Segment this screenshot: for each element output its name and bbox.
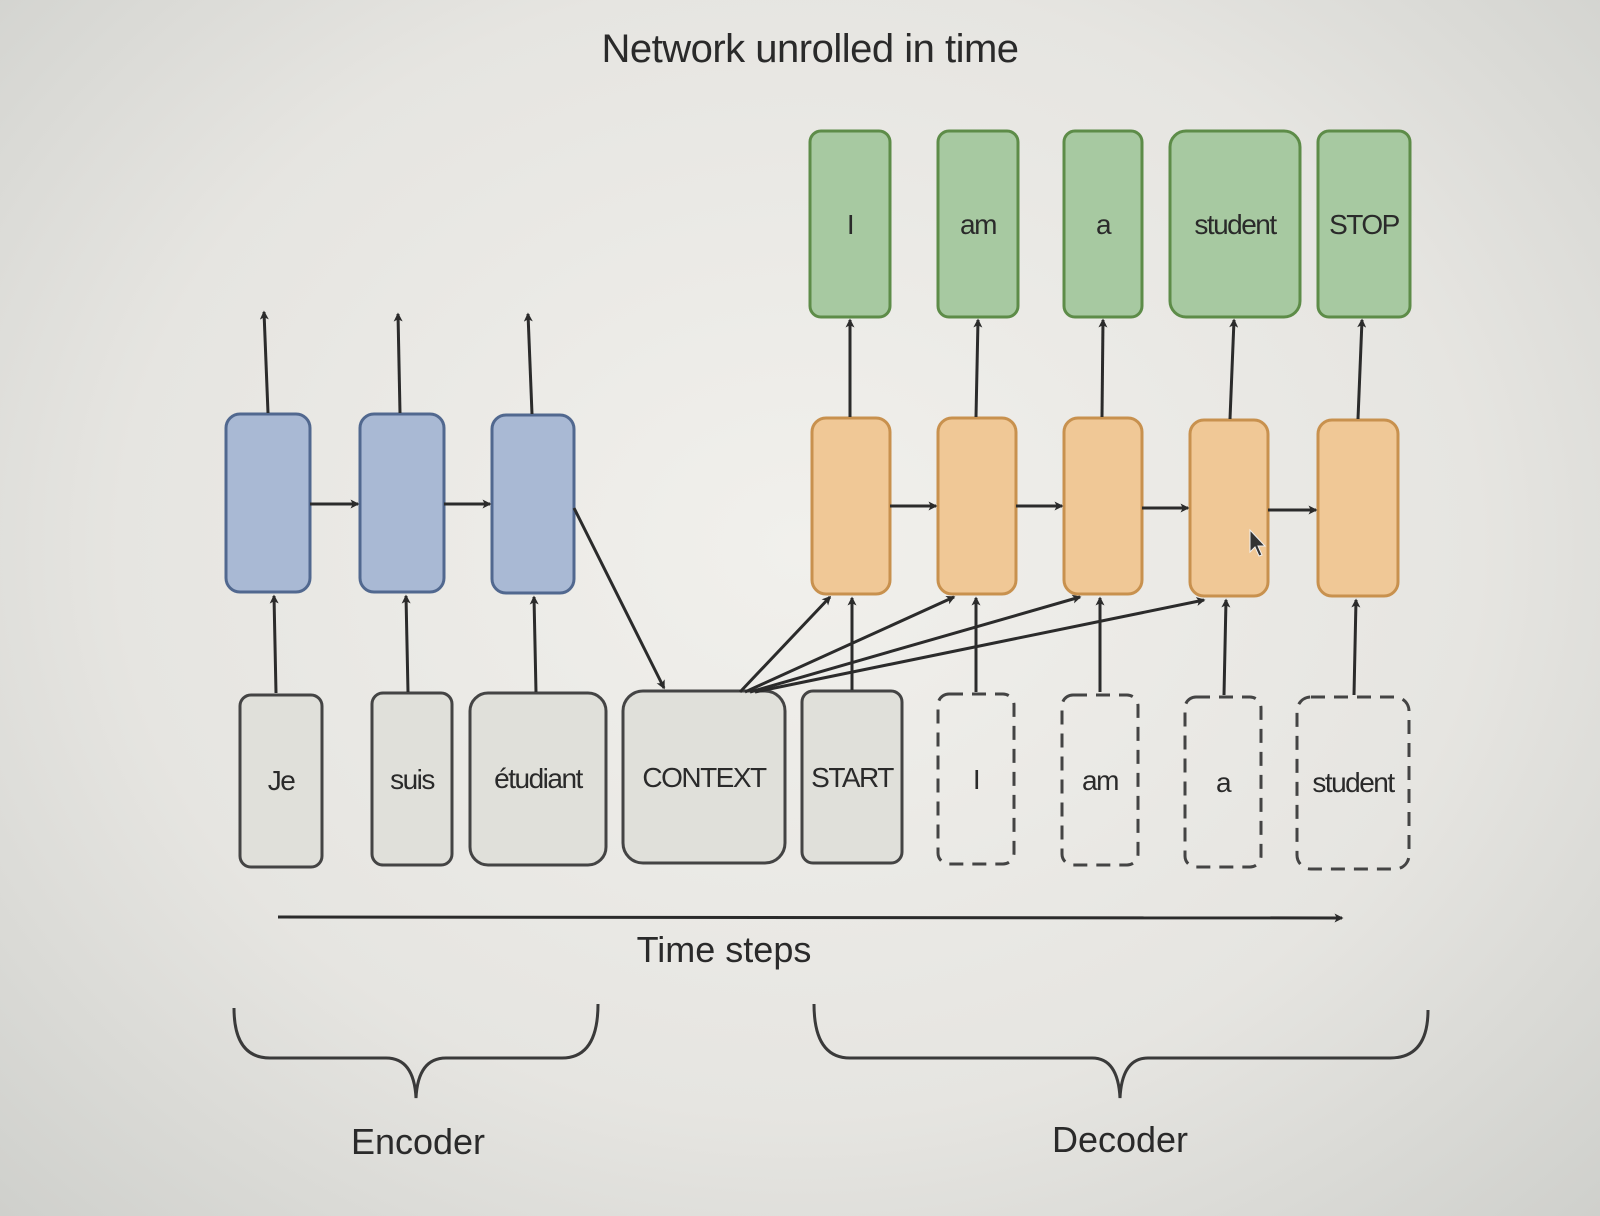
- decoder-cells: [810, 416, 1400, 598]
- decoder-cell: [1316, 418, 1400, 598]
- output-label: STOP: [1329, 209, 1400, 240]
- decoder-arrows: [845, 318, 1367, 696]
- arrow: [572, 507, 666, 690]
- output-box: [1062, 129, 1144, 319]
- arrow: [973, 318, 983, 418]
- arrow: [269, 594, 279, 694]
- decoder-cell: [1188, 418, 1270, 598]
- fed-back-input-label: student: [1312, 767, 1395, 798]
- encoder-input-box: [468, 691, 608, 867]
- arrow: [1356, 318, 1367, 420]
- arrow: [1098, 318, 1108, 418]
- fed-back-input-box: [1183, 695, 1263, 869]
- arrow: [529, 595, 539, 693]
- decoder-cell: [1062, 416, 1144, 596]
- arrow: [259, 310, 270, 414]
- arrow: [744, 595, 956, 694]
- fed-back-input-label: am: [1082, 765, 1118, 796]
- arrow: [1228, 318, 1239, 420]
- encoder-input-box: [370, 691, 454, 867]
- encoder-arrows: [259, 310, 666, 694]
- diagram-title: Network unrolled in time: [601, 27, 1018, 71]
- decoder-fed-back-inputs: I am a student: [936, 692, 1411, 871]
- encoder-group-label: Encoder: [351, 1121, 485, 1162]
- time-axis-label: Time steps: [637, 929, 812, 970]
- decoder-cell: [936, 416, 1018, 596]
- decoder-brace: [812, 1003, 1430, 1099]
- encoder-input-label: Je: [268, 765, 296, 796]
- context-label: CONTEXT: [642, 762, 767, 793]
- fed-back-input-box: [936, 692, 1016, 866]
- output-box: [1168, 129, 1302, 319]
- arrow: [749, 594, 1082, 694]
- output-box: [808, 129, 892, 319]
- fed-back-input-box: [1295, 695, 1411, 871]
- encoder-input-box: [238, 693, 324, 869]
- encoder-cell: [358, 412, 446, 594]
- arrow: [738, 595, 832, 694]
- arrow: [1221, 598, 1231, 696]
- time-axis-arrow: [277, 913, 1344, 923]
- arrow: [401, 594, 411, 693]
- start-label: START: [811, 762, 894, 793]
- fed-back-input-label: a: [1216, 767, 1232, 798]
- encoder-cell: [224, 412, 312, 594]
- decoder-outputs: I am a student STOP: [808, 129, 1412, 319]
- encoder-inputs: Je suis étudiant: [238, 691, 608, 869]
- output-label: student: [1194, 209, 1277, 240]
- arrow: [754, 597, 1206, 694]
- encoder-input-label: suis: [390, 764, 434, 795]
- context-box: [621, 689, 787, 865]
- decoder-cell: [810, 416, 892, 596]
- output-label: I: [847, 209, 853, 240]
- decoder-group-label: Decoder: [1052, 1119, 1188, 1160]
- encoder-cells: [224, 412, 576, 595]
- encoder-input-label: étudiant: [494, 763, 583, 794]
- arrow: [1351, 598, 1361, 696]
- fed-back-input-box: [1060, 693, 1140, 867]
- output-label: a: [1096, 209, 1112, 240]
- output-label: am: [960, 209, 996, 240]
- context-arrows: [738, 594, 1206, 694]
- start-box: [800, 689, 904, 865]
- encoder-brace: [232, 1003, 600, 1099]
- output-box: [1316, 129, 1412, 319]
- output-box: [936, 129, 1020, 319]
- encoder-cell: [490, 413, 576, 595]
- arrow: [393, 312, 403, 414]
- fed-back-input-label: I: [973, 764, 979, 795]
- arrow: [523, 312, 534, 415]
- cursor-icon: [1249, 528, 1267, 557]
